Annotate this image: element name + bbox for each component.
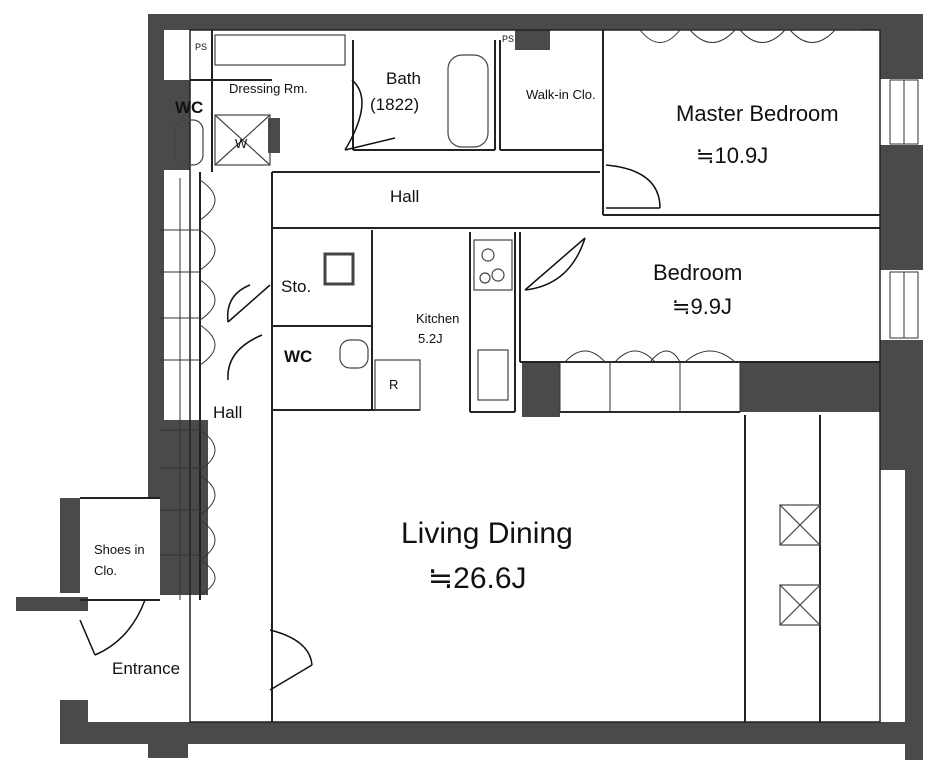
fridge-box [374, 359, 421, 411]
wc-mid-label: WC [284, 347, 312, 366]
hall-top-label: Hall [390, 187, 419, 206]
toilet-mid [339, 339, 369, 369]
room-labels: Master Bedroom ≒10.9J Bedroom ≒9.9J Livi… [94, 34, 839, 678]
living-dining-area: ≒26.6J [428, 562, 527, 595]
vanity [214, 34, 346, 66]
kitchen-area: 5.2J [418, 331, 443, 346]
toilet-top [174, 119, 204, 166]
master-bedroom-area: ≒10.9J [696, 143, 768, 168]
living-dining-label: Living Dining [401, 517, 573, 550]
fridge-label: R [389, 377, 398, 392]
storage-label: Sto. [281, 277, 311, 296]
exterior-walls [16, 14, 923, 760]
stove [473, 239, 513, 291]
wc-top-label: WC [175, 98, 203, 117]
closet-lines [160, 29, 860, 600]
master-bedroom-label: Master Bedroom [676, 101, 839, 126]
washer-label: W [235, 136, 248, 151]
ps-label-2: PS [502, 34, 514, 44]
shoes-label-2: Clo. [94, 563, 117, 578]
skylight-1 [779, 504, 821, 546]
entrance-label: Entrance [112, 659, 180, 678]
storage-box [323, 252, 355, 286]
bedroom-area: ≒9.9J [672, 294, 732, 319]
shoes-label-1: Shoes in [94, 542, 145, 557]
washer-box [214, 114, 271, 166]
sink [477, 349, 509, 401]
doors [79, 79, 661, 691]
ps-label-1: PS [195, 42, 207, 52]
kitchen-label: Kitchen [416, 311, 459, 326]
bath-size: (1822) [370, 95, 419, 114]
windows [889, 79, 919, 339]
bathtub [447, 54, 489, 148]
hall-left-label: Hall [213, 403, 242, 422]
bath-label: Bath [386, 69, 421, 88]
dressing-label: Dressing Rm. [229, 81, 308, 96]
fixtures [174, 34, 821, 626]
skylight-2 [779, 584, 821, 626]
walk-in-label: Walk-in Clo. [526, 87, 596, 102]
bedroom-label: Bedroom [653, 260, 742, 285]
